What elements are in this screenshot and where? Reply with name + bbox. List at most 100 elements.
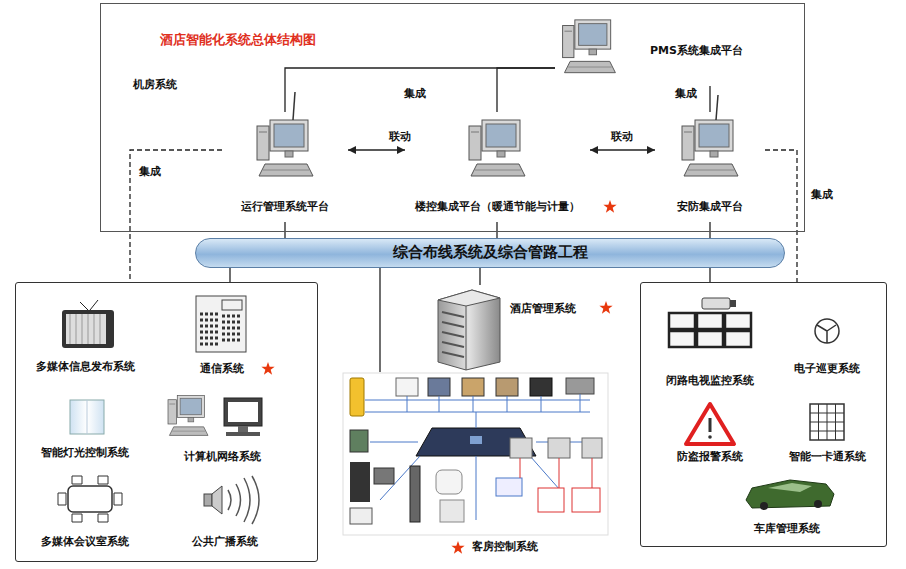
node-label: 客房控制系统: [472, 540, 538, 554]
node-label: 综合布线系统及综合管路工程: [393, 243, 588, 263]
system-node: 防盗报警系统: [650, 400, 772, 472]
node-label: 智能一卡通系统: [789, 450, 866, 464]
node-label: 酒店管理系统: [510, 302, 576, 316]
light-panel-icon: [70, 400, 104, 434]
node-label: 通信系统: [200, 362, 244, 376]
group-box: 闭路电视监控系统 电子巡更系统防盗报警系统智能一卡通系统车库管理系统: [640, 282, 887, 547]
speaker-icon-part: [204, 494, 212, 506]
connector: [479, 268, 480, 285]
room-control-illustration-part: [350, 378, 364, 416]
system-node: 多媒体信息发布系统: [22, 294, 152, 376]
switchboard-icon-part: [196, 296, 246, 352]
node-label: 公共广播系统: [192, 535, 258, 549]
light-panel-icon-part: [87, 400, 88, 434]
tv-icon-part: [90, 300, 98, 310]
network-icon-part: [228, 402, 258, 422]
connector: [496, 222, 497, 238]
room-control-illustration-part: [410, 466, 420, 522]
star-mark-part: [451, 541, 464, 554]
computer-icon-part: [563, 20, 616, 73]
connector: [497, 68, 555, 112]
node-label: 车库管理系统: [754, 522, 820, 536]
computer-icon-part: [682, 120, 738, 176]
connector: [709, 86, 710, 112]
room-control-illustration-part: [530, 378, 552, 396]
node-label: 闭路电视监控系统: [666, 374, 754, 388]
cctv-icon: [669, 298, 751, 347]
node-label: 智能灯光控制系统: [41, 446, 129, 460]
platform-node: 安防集成平台: [655, 112, 765, 222]
server-icon-part: [438, 290, 500, 370]
edge-label: 集成: [674, 87, 698, 100]
tv-icon-part: [80, 302, 88, 310]
alarm-icon-part: [709, 418, 712, 432]
conference-icon: [58, 476, 122, 522]
edge-label: 集成: [403, 87, 427, 100]
room-control-illustration-part: [428, 378, 450, 396]
node-label: 多媒体会议室系统: [41, 535, 129, 549]
speaker-icon: [204, 476, 259, 524]
network-icon-part: [168, 395, 208, 435]
computer-icon-part: [257, 120, 313, 176]
room-control-illustration-part: [548, 438, 570, 458]
computer-icon-part: [469, 120, 525, 176]
connector: [348, 149, 405, 150]
card-icon-part: [810, 404, 844, 440]
alarm-icon-part: [708, 435, 712, 439]
alarm-icon: [686, 404, 734, 444]
car-icon-part: [746, 480, 834, 508]
conference-icon-part: [58, 476, 122, 522]
connector: [285, 68, 555, 112]
connector: [709, 222, 710, 238]
network-icon-part: [226, 432, 260, 436]
tv-icon-part: [70, 314, 100, 344]
tv-icon-part: [62, 310, 114, 348]
system-node: 酒店管理系统: [425, 285, 600, 370]
system-node: 智能一卡通系统: [775, 398, 880, 472]
car-icon-part: [814, 500, 822, 508]
system-node: 车库管理系统: [700, 474, 875, 540]
room-control-illustration-part: [496, 478, 522, 496]
platform-node: PMS系统集成平台: [555, 22, 770, 86]
patrol-icon: [815, 319, 839, 343]
connector: [379, 268, 380, 372]
system-node: 闭路电视监控系统: [650, 294, 772, 394]
room-control-illustration-part: [350, 462, 370, 502]
speaker-icon-part: [228, 476, 259, 524]
platform-node: 运行管理系统平台: [222, 112, 348, 222]
system-node: 客房控制系统: [343, 372, 608, 560]
node-label: 多媒体信息发布系统: [36, 360, 135, 374]
alarm-icon-part: [686, 404, 734, 444]
car-icon-part: [768, 483, 812, 492]
conference-icon-part: [68, 486, 112, 512]
node-label: PMS系统集成平台: [650, 44, 743, 58]
edge-label: 联动: [388, 130, 412, 143]
star-mark-part: [599, 301, 612, 314]
edge-label: 集成: [810, 188, 834, 201]
computer-icon-part: [293, 92, 295, 120]
room-control-illustration-part: [350, 508, 372, 524]
light-panel-icon-part: [70, 400, 104, 434]
system-node: 电子巡更系统: [778, 306, 876, 380]
room-control-illustration-part: [520, 458, 592, 488]
connector: [229, 268, 230, 282]
star-mark-part: [261, 362, 274, 375]
room-control-illustration-part: [470, 436, 482, 444]
node-label: 计算机网络系统: [184, 450, 261, 464]
computer-icon-part: [716, 95, 718, 120]
room-control-illustration-part: [582, 438, 602, 458]
cctv-icon-part: [730, 300, 736, 307]
room-control-illustration-part: [374, 468, 394, 484]
room-control-illustration-part: [572, 488, 600, 512]
server-icon: [438, 290, 500, 370]
switchboard-icon: [196, 296, 246, 352]
car-icon-part: [760, 502, 768, 510]
edge-label: 联动: [610, 130, 634, 143]
patrol-icon-part: [815, 319, 839, 343]
node-label: 安防集成平台: [677, 200, 743, 214]
room-control-illustration-part: [365, 394, 590, 412]
room-control-illustration-part: [566, 378, 594, 394]
switchboard-icon-part: [200, 314, 242, 344]
server-icon-part: [442, 312, 464, 357]
card-icon-part: [810, 404, 844, 440]
